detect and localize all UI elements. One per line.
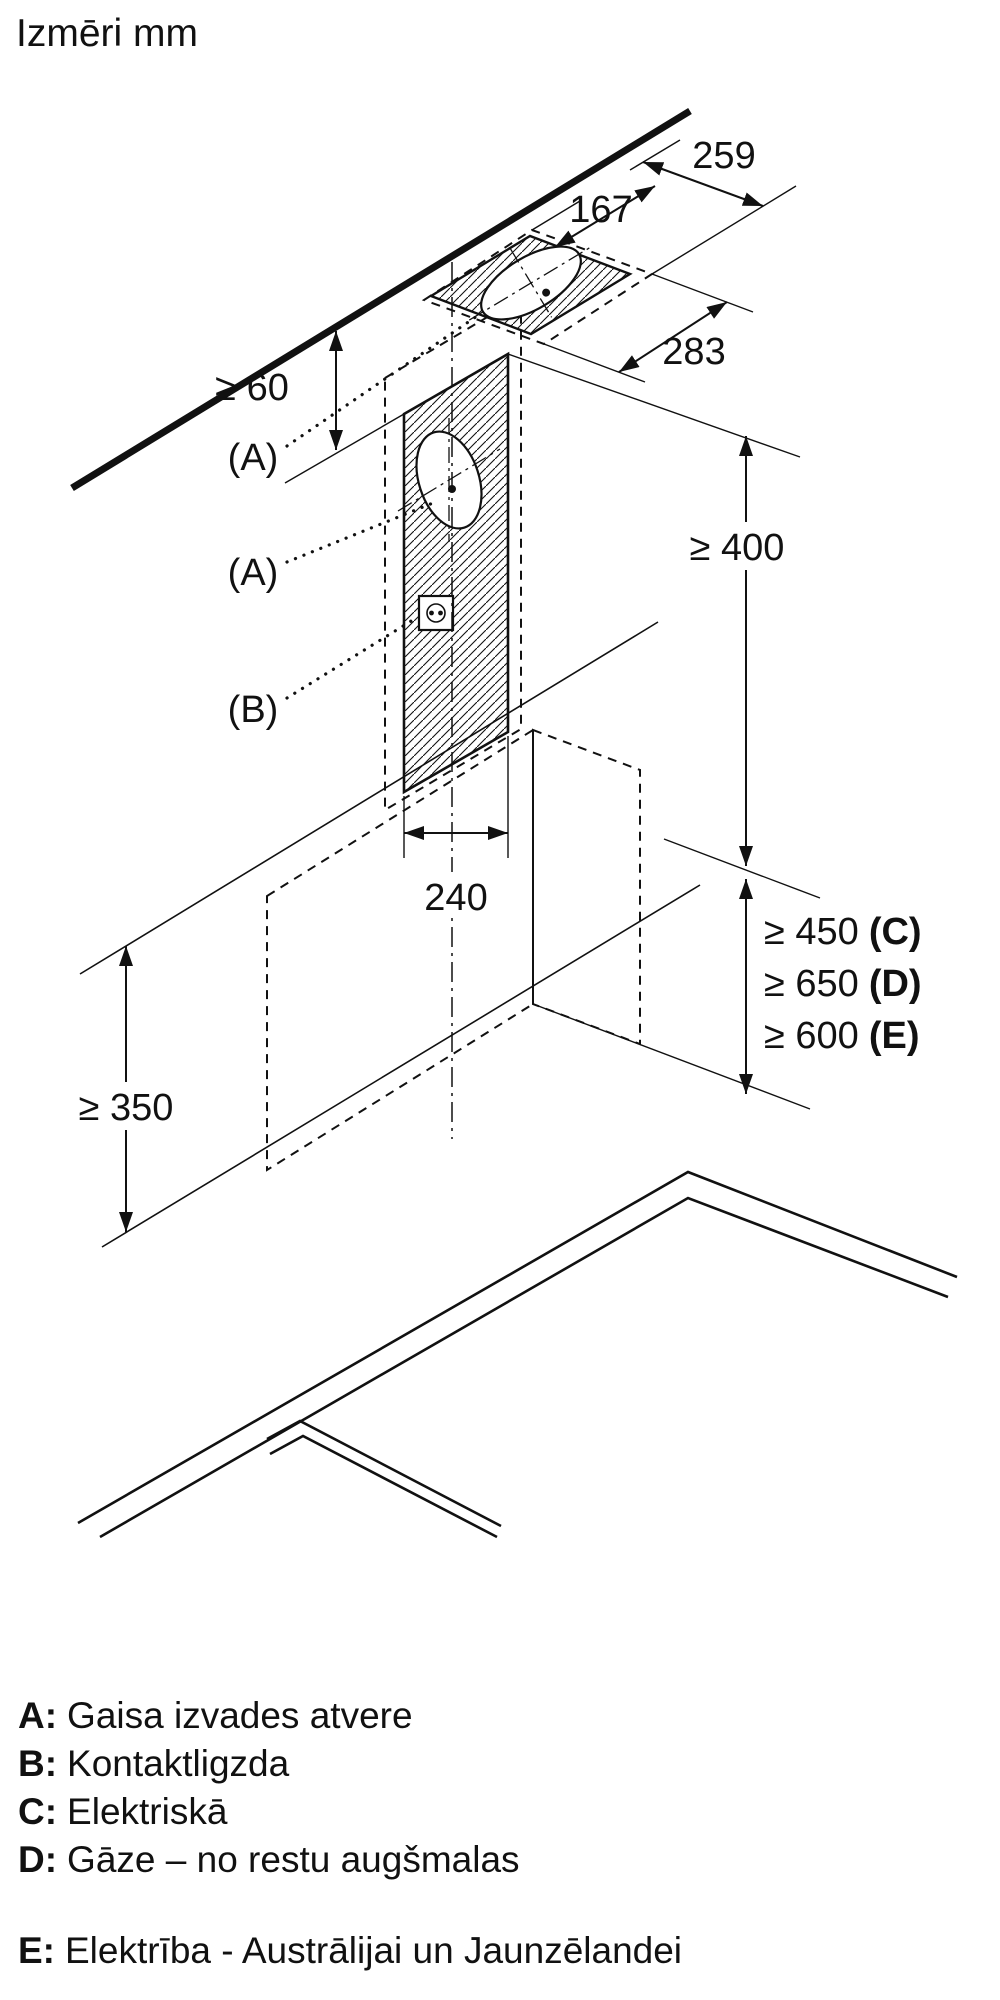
ceiling-duct-ellipse [468, 245, 594, 321]
technical-drawing: 259 167 283 ≥ 60 ≥ 400 240 ≥ [50, 108, 958, 1539]
callout-a1-label: (A) [228, 437, 279, 479]
legend-text-a: Gaisa izvades atvere [67, 1695, 413, 1736]
dim-350: ≥ 350 [50, 946, 202, 1232]
wall-mount-plate [402, 351, 510, 795]
dim-400-label: ≥ 400 [690, 527, 785, 569]
legend-item-b: B:Kontaktligzda [18, 1740, 682, 1788]
legend-text-e: Elektrība - Austrālijai un Jaunzēlandei [65, 1930, 683, 1971]
legend-key-a: A: [18, 1695, 58, 1736]
clearance-c-label: ≥ 450(C) [764, 911, 922, 953]
canopy-outline-dashed [266, 728, 534, 1172]
legend-item-d: D:Gāze – no restu augšmalas [18, 1836, 682, 1884]
counter-reference-line [101, 884, 701, 1248]
legend-key-d: D: [18, 1839, 58, 1880]
dim-259-label: 259 [692, 135, 755, 177]
legend-item-a: A:Gaisa izvades atvere [18, 1692, 682, 1740]
legend-key-c: C: [18, 1791, 58, 1832]
legend-text-c: Elektriskā [67, 1791, 228, 1832]
hood-bottom-reference-line [79, 621, 659, 975]
legend-item-e: E:Elektrība - Austrālijai un Jaunzēlande… [18, 1927, 682, 1975]
dim-283: 283 [543, 273, 754, 383]
diagram-title: Izmēri mm [16, 12, 198, 55]
callout-leaders [285, 312, 482, 700]
dim-60: ≥ 60 [215, 331, 405, 484]
legend-key-e: E: [18, 1930, 55, 1971]
legend: A:Gaisa izvades atvere B:Kontaktligzda C… [18, 1692, 682, 1975]
clearance-d-label: ≥ 650(D) [764, 963, 922, 1005]
clearance-e-label: ≥ 600(E) [764, 1015, 919, 1057]
callout-b-leader [285, 616, 418, 700]
countertop-edge [77, 1170, 958, 1539]
ceiling-duct-center-dot [542, 288, 551, 297]
dim-283-label: 283 [662, 331, 725, 373]
power-socket-icon [417, 594, 455, 632]
wall-duct-ellipse [397, 418, 501, 542]
callout-a2-label: (A) [228, 552, 279, 594]
dim-60-label: ≥ 60 [215, 367, 289, 409]
legend-key-b: B: [18, 1743, 58, 1784]
legend-item-c: C:Elektriskā [18, 1788, 682, 1836]
dim-240: 240 [403, 736, 509, 919]
dim-167: 167 [554, 185, 656, 248]
callout-b-label: (B) [228, 689, 279, 731]
canopy-side-outline-dashed [532, 728, 641, 1046]
dim-clearances: ≥ 450(C) ≥ 650(D) ≥ 600(E) [532, 879, 922, 1110]
countertop-corner-edge [266, 1419, 502, 1528]
legend-text-d: Gāze – no restu augšmalas [67, 1839, 520, 1880]
dim-167-label: 167 [569, 189, 632, 231]
ceiling-line [70, 108, 692, 491]
callout-a2-leader [285, 501, 435, 564]
dim-240-label: 240 [424, 877, 487, 919]
dim-350-label: ≥ 350 [79, 1087, 174, 1129]
callout-a1-leader [285, 312, 482, 448]
dim-400: ≥ 400 [507, 353, 821, 899]
dim-259: 259 [531, 135, 797, 275]
countertop-inner-edge [99, 1196, 949, 1539]
legend-text-b: Kontaktligzda [67, 1743, 290, 1784]
countertop-corner-inner-edge [269, 1434, 498, 1539]
